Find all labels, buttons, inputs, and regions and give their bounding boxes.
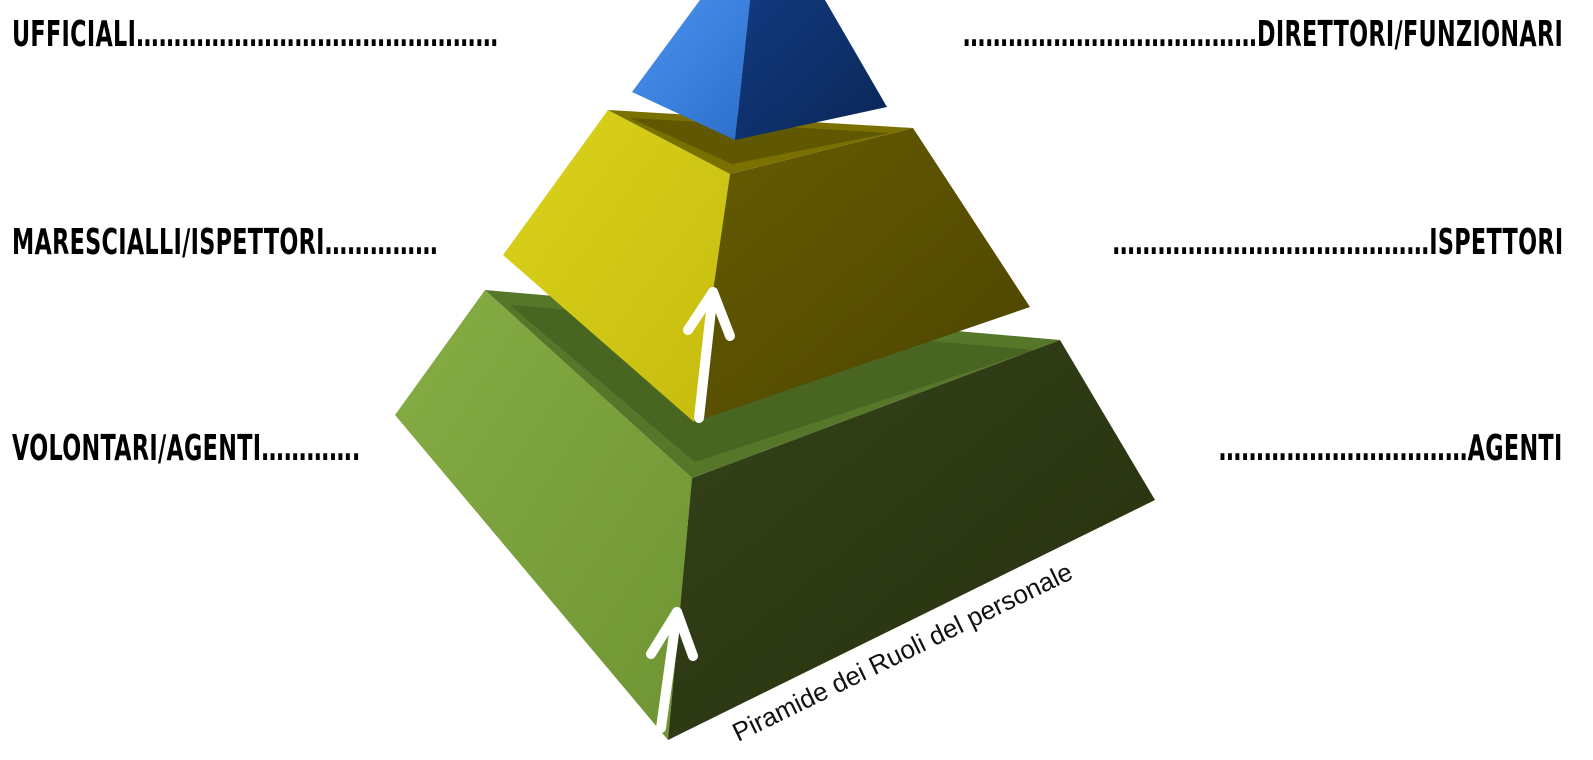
label-right-bottom: ……………………………AGENTI [1219, 431, 1563, 467]
label-left-top: UFFICIALI………………………………………… [12, 17, 498, 53]
label-left-bottom: VOLONTARI/AGENTI…………. [12, 431, 361, 467]
tier-top-right-face [735, 0, 887, 140]
label-right-top: …………………………………DIRETTORI/FUNZIONARI [963, 17, 1563, 53]
label-right-middle: ……………………………………ISPETTORI [1112, 225, 1563, 261]
label-left-middle: MARESCIALLI/ISPETTORI…………… [12, 225, 438, 261]
